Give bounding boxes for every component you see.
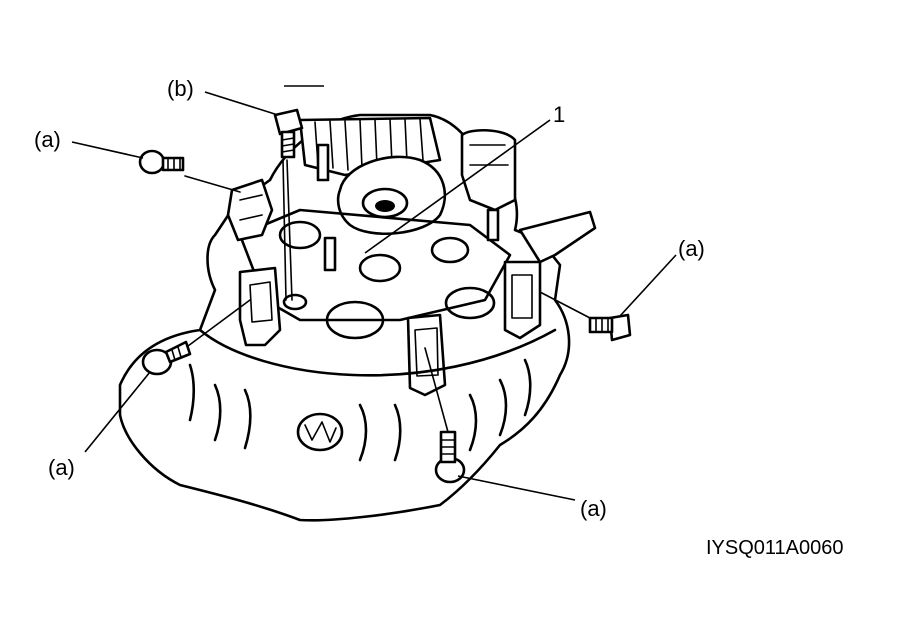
bolt-a-bottom [434, 430, 466, 484]
right-brush-holder [503, 260, 542, 340]
insertion-guides [184, 159, 591, 433]
callout-part-1: 1 [553, 102, 566, 127]
callout-a-upper-left: (a) [34, 127, 61, 152]
figure-code: IYSQ011A0060 [706, 537, 844, 559]
vent-slots [188, 358, 532, 462]
callout-leaders [71, 85, 677, 501]
callout-a-lower-left: (a) [48, 455, 75, 480]
callout-a-right: (a) [678, 236, 705, 261]
bolt-b [273, 108, 304, 159]
callout-a-bottom: (a) [580, 496, 607, 521]
terminal-block [460, 129, 517, 212]
bolt-a-lower-left [141, 340, 192, 376]
housing-ring [198, 328, 557, 377]
left-brush-holder [238, 266, 282, 347]
studs [282, 143, 500, 311]
bolt-a-right [588, 313, 632, 342]
callout-b-top: (b) [167, 76, 194, 101]
side-bracket [518, 210, 597, 264]
mount-hole [296, 412, 344, 452]
bolt-a-upper-left [138, 149, 185, 175]
